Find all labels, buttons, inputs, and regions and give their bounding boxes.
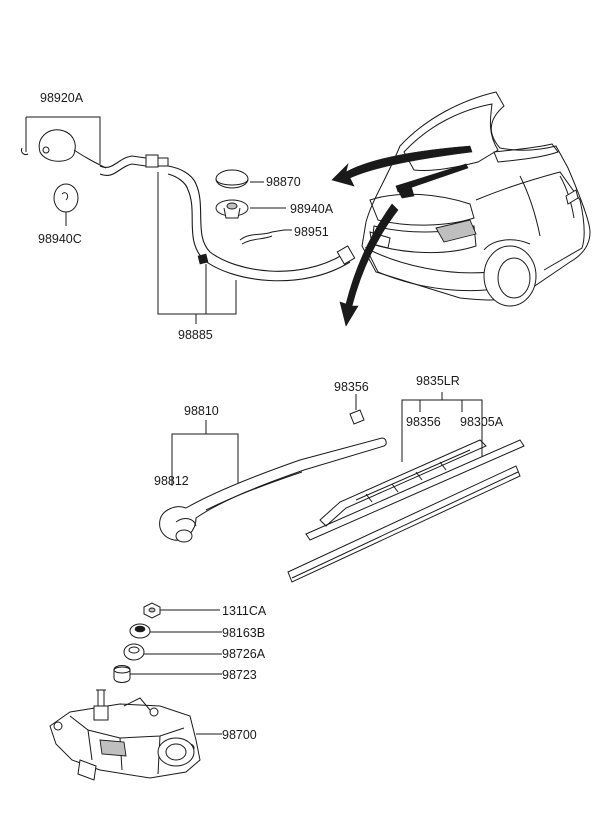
wiper-refill-part: [287, 465, 521, 583]
wiper-arm-group: [159, 392, 525, 583]
label-98810: 98810: [184, 404, 219, 418]
clip-98951-part: [239, 229, 292, 245]
motor-group: [49, 602, 222, 781]
label-98940a: 98940A: [290, 202, 334, 216]
label-98920a: 98920A: [40, 91, 84, 105]
label-98870: 98870: [266, 175, 301, 189]
label-98700: 98700: [222, 728, 257, 742]
label-98163b: 98163B: [222, 626, 265, 640]
clip-98356-part: [349, 409, 365, 425]
label-98951: 98951: [294, 225, 329, 239]
cap-98723-part: [113, 665, 131, 683]
washer-cap-part: [21, 129, 107, 169]
wiper-arm-part: [159, 437, 387, 541]
label-98812: 98812: [154, 474, 189, 488]
label-98356-top: 98356: [334, 380, 369, 394]
label-98885: 98885: [178, 328, 213, 342]
bracket-98810: [171, 420, 239, 490]
car-illustration: [361, 91, 591, 307]
hose-upper-left: [99, 155, 147, 168]
washer-hose: [167, 165, 345, 272]
cap-98870-part: [215, 169, 264, 189]
pointer-arrows: [331, 145, 473, 327]
bracket-98885: [157, 172, 237, 324]
label-98726a: 98726A: [222, 647, 266, 661]
label-98940c: 98940C: [38, 232, 82, 246]
washer-hose-group: [21, 116, 356, 324]
label-98305a: 98305A: [460, 415, 504, 429]
grommet-98940c-part: [53, 183, 79, 226]
bracket-9835lr: [401, 392, 483, 462]
hose-end-fitting: [336, 245, 356, 265]
wiper-blade-part: [305, 439, 525, 541]
arrow-to-hose: [331, 145, 473, 187]
washer-hose-b: [167, 173, 351, 282]
bracket-98920a: [25, 116, 101, 164]
label-98356: 98356: [406, 415, 441, 429]
bushing-98726a-part: [123, 643, 145, 661]
label-9835lr: 9835LR: [416, 374, 460, 388]
hose-upper-left-b: [99, 163, 147, 176]
hose-clip: [197, 253, 209, 265]
hose-connector-b: [157, 157, 169, 167]
wiper-motor-part: [49, 689, 222, 781]
grommet-98940a-part: [215, 199, 286, 219]
label-1311ca: 1311CA: [222, 604, 267, 618]
arrow-to-wiper: [339, 203, 399, 327]
label-98723: 98723: [222, 668, 257, 682]
hose-connector: [145, 154, 159, 168]
